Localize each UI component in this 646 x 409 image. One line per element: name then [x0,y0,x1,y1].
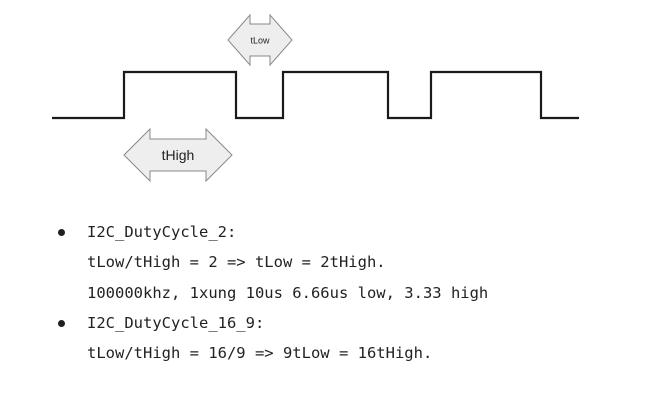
tlow-label: tLow [250,36,270,46]
thigh-label: tHigh [162,147,195,163]
note-line: tLow/tHigh = 2 => tLow = 2tHigh. [87,253,386,271]
note-line: 100000khz, 1xung 10us 6.66us low, 3.33 h… [87,284,489,302]
bullet-point [58,229,65,236]
timing-diagram: tLow tHigh [52,13,579,183]
tlow-arrow-shape [227,13,293,67]
square-wave-signal [52,70,579,120]
thigh-arrow-shape [123,127,233,183]
note-title: I2C_DutyCycle_16_9: [87,314,265,332]
tlow-arrow: tLow [227,13,293,67]
note-line: tLow/tHigh = 16/9 => 9tLow = 16tHigh. [87,344,433,362]
note-title: I2C_DutyCycle_2: [87,223,237,241]
bullet-point [58,320,65,327]
thigh-arrow: tHigh [123,127,233,183]
